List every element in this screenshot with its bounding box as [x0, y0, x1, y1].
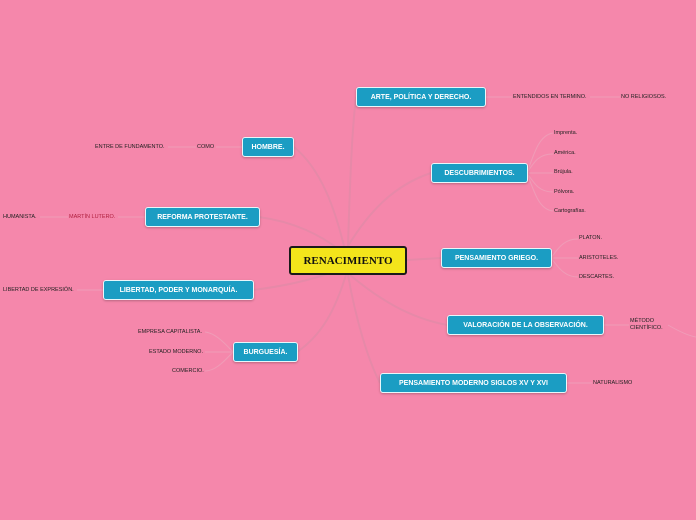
- node-hombre[interactable]: HOMBRE.: [242, 137, 294, 157]
- link-arte: [347, 96, 357, 247]
- node-burguesia[interactable]: BURGUESÍA.: [233, 342, 298, 362]
- leaf-platon[interactable]: PLATON.: [579, 235, 603, 241]
- leaf-entre-de-fundamento[interactable]: ENTRE DE FUNDAMENTO.: [95, 144, 165, 150]
- leaf-metodo-cientifico[interactable]: MÉTODO CIENTÍFICO.: [630, 318, 663, 331]
- link-reforma: [258, 216, 341, 251]
- node-valoracion-observacion[interactable]: VALORACIÓN DE LA OBSERVACIÓN.: [447, 315, 604, 335]
- leaf-comercio[interactable]: COMERCIO.: [172, 368, 204, 374]
- leaf-america[interactable]: América.: [554, 150, 576, 156]
- leaf-cartografias[interactable]: Cartografías.: [554, 208, 586, 214]
- node-reforma-protestante[interactable]: REFORMA PROTESTANTE.: [145, 207, 260, 227]
- leaf-polvora[interactable]: Pólvora.: [554, 189, 575, 195]
- leaf-no-religiosos[interactable]: NO RELIGIOSOS.: [621, 94, 667, 100]
- link-hombre: [293, 146, 345, 247]
- node-libertad-poder-monarquia[interactable]: LIBERTAD, PODER Y MONARQUÍA.: [103, 280, 254, 300]
- node-pensamiento-moderno[interactable]: PENSAMIENTO MODERNO SIGLOS XV Y XVI: [380, 373, 567, 393]
- link-moderno: [347, 274, 381, 384]
- link-observacion: [349, 274, 448, 326]
- node-arte-politica-derecho[interactable]: ARTE, POLÍTICA Y DERECHO.: [356, 87, 486, 107]
- leaf-como[interactable]: COMO: [197, 144, 215, 150]
- node-descubrimientos[interactable]: DESCUBRIMIENTOS.: [431, 163, 528, 183]
- central-topic[interactable]: RENACIMIENTO: [289, 246, 407, 275]
- leaf-humanista[interactable]: HUMANISTA.: [3, 214, 37, 220]
- leaf-estado-moderno[interactable]: ESTADO MODERNO.: [149, 349, 203, 355]
- node-pensamiento-griego[interactable]: PENSAMIENTO GRIEGO.: [441, 248, 552, 268]
- link-libertad: [252, 272, 331, 291]
- leaf-libertad-de-expresion[interactable]: LIBERTAD DE EXPRESIÓN.: [3, 287, 74, 293]
- leaf-brujula[interactable]: Brújula.: [554, 169, 573, 175]
- leaf-descartes[interactable]: DESCARTES.: [579, 274, 615, 280]
- link-burguesia: [296, 274, 347, 353]
- link-griego: [406, 257, 442, 261]
- leaf-aristoteles[interactable]: ARISTOTELES.: [579, 255, 619, 261]
- leaf-imprenta[interactable]: Imprenta.: [554, 130, 578, 136]
- leaf-entendidos-en-termino[interactable]: ENTENDIDOS EN TERMINO.: [513, 94, 587, 100]
- link-descubrimientos: [347, 172, 432, 247]
- leaf-empresa-capitalista[interactable]: EMPRESA CAPITALISTA.: [138, 329, 202, 335]
- leaf-naturalismo[interactable]: NATURALISMO: [593, 380, 633, 386]
- leaf-martin-lutero[interactable]: MARTÍN LUTERO.: [69, 214, 116, 220]
